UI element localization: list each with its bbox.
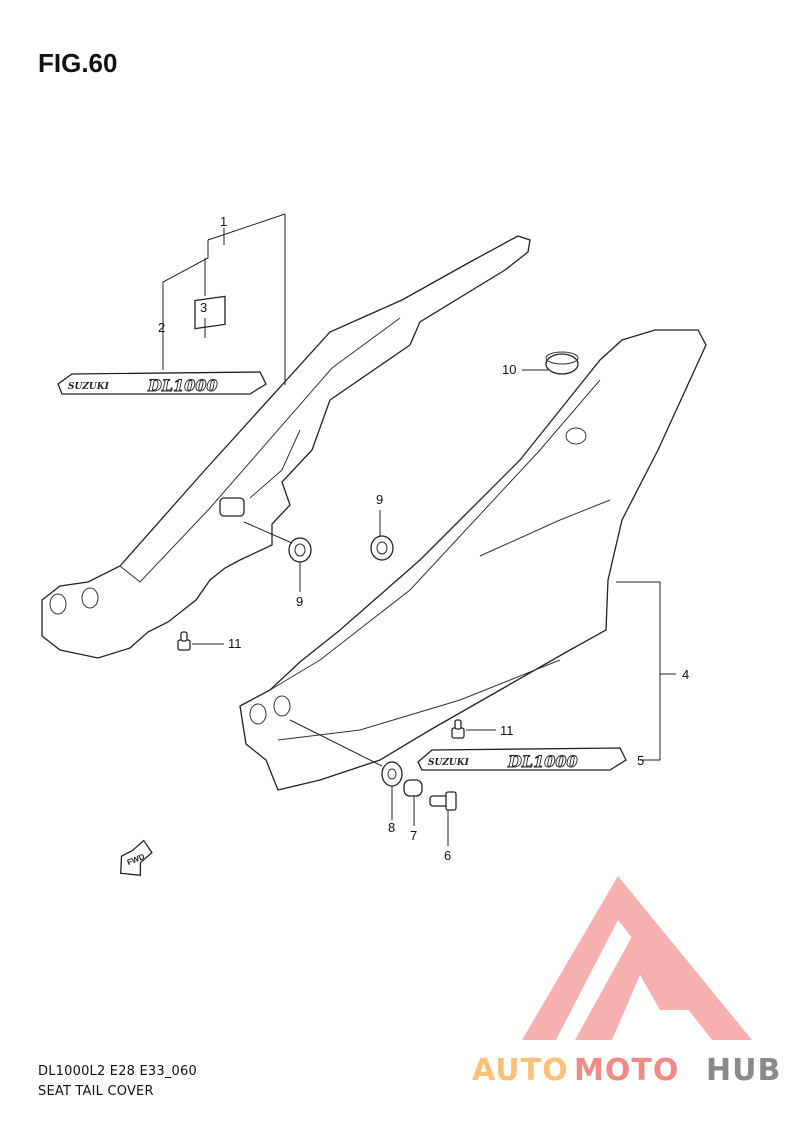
right-cover-fold <box>479 499 611 557</box>
leader-1 <box>162 240 209 370</box>
clip-11-right <box>451 719 465 739</box>
figure-title: FIG.60 <box>38 48 118 78</box>
callout-10: 10 <box>502 362 516 377</box>
watermark-auto: AUTO <box>472 1053 569 1088</box>
leader-lines <box>162 213 676 846</box>
right-cover-body <box>239 329 707 791</box>
emblem-right-brand: SUZUKI <box>428 758 470 768</box>
cushion-9-right <box>370 535 394 561</box>
callout-numbers: 1 2 3 4 5 6 7 8 9 9 10 11 11 <box>158 214 689 863</box>
leader-9-left-up <box>243 521 293 544</box>
emblem-right: SUZUKI DL1000 <box>417 747 627 771</box>
left-cover-hole-a <box>49 593 67 615</box>
right-cover-top-hole <box>565 427 587 445</box>
callout-8: 8 <box>388 820 395 835</box>
cushion-8-hole <box>387 768 397 780</box>
callout-9-right: 9 <box>376 492 383 507</box>
fwd-arrow: FWD <box>120 839 153 877</box>
left-tail-cover <box>41 235 531 659</box>
callout-4: 4 <box>682 667 689 682</box>
figure-name: SEAT TAIL COVER <box>38 1084 154 1099</box>
emblem-left-model: DL1000 <box>147 376 218 395</box>
callout-3: 3 <box>200 300 207 315</box>
collar-7 <box>403 779 423 797</box>
callout-2: 2 <box>158 320 165 335</box>
leader-1-top <box>207 213 286 241</box>
callout-6: 6 <box>444 848 451 863</box>
left-cover-rib <box>249 429 301 499</box>
emblem-right-model: DL1000 <box>507 752 578 771</box>
cushion-9-left-hole <box>294 543 306 557</box>
left-cover-body <box>41 235 531 659</box>
right-cover-hole-b <box>273 695 291 717</box>
left-cover-boss <box>219 497 245 517</box>
callout-9-left: 9 <box>296 594 303 609</box>
callout-7: 7 <box>410 828 417 843</box>
callout-1: 1 <box>220 214 227 229</box>
cushion-9-left <box>288 537 312 563</box>
watermark-text: AUTO MOTO HUB <box>472 1053 781 1088</box>
label-3 <box>194 295 226 330</box>
figure-code: DL1000L2 E28 E33_060 <box>38 1064 197 1079</box>
emblem-left: SUZUKI DL1000 <box>57 371 267 395</box>
watermark-triangle-inner <box>575 922 700 1040</box>
right-cover-edge <box>269 379 601 691</box>
left-cover-hole-b <box>81 587 99 609</box>
grommet-10-top <box>545 351 579 365</box>
bolt-6 <box>429 791 457 811</box>
small-parts <box>177 295 579 811</box>
leader-4 <box>616 581 661 761</box>
cushion-8 <box>381 761 403 787</box>
left-cover-edge <box>119 317 401 583</box>
watermark-logo <box>522 876 752 1040</box>
callout-5: 5 <box>637 753 644 768</box>
right-cover-hole-a <box>249 703 267 725</box>
emblem-left-brand: SUZUKI <box>68 382 110 392</box>
callout-11-left: 11 <box>228 636 242 651</box>
leader-cushion8 <box>289 719 383 767</box>
cushion-9-right-hole <box>376 541 388 555</box>
watermark-moto: MOTO <box>574 1053 679 1088</box>
watermark-hub: HUB <box>706 1053 781 1088</box>
callout-11-right: 11 <box>500 723 514 738</box>
clip-11-left <box>177 631 191 651</box>
watermark-triangle-outer <box>522 876 752 1040</box>
